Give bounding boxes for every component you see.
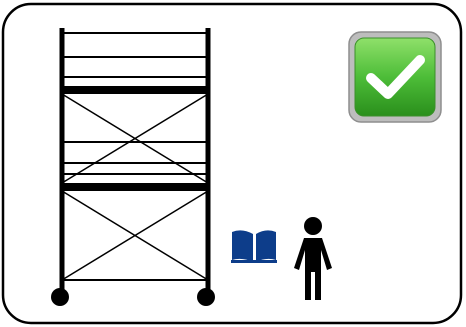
- open-book-manual-icon: [231, 230, 277, 263]
- checkmark-approved-icon: [348, 31, 442, 123]
- person-icon: [294, 217, 332, 300]
- scaffold-tower-icon: [51, 28, 215, 306]
- card-frame: [1, 2, 463, 325]
